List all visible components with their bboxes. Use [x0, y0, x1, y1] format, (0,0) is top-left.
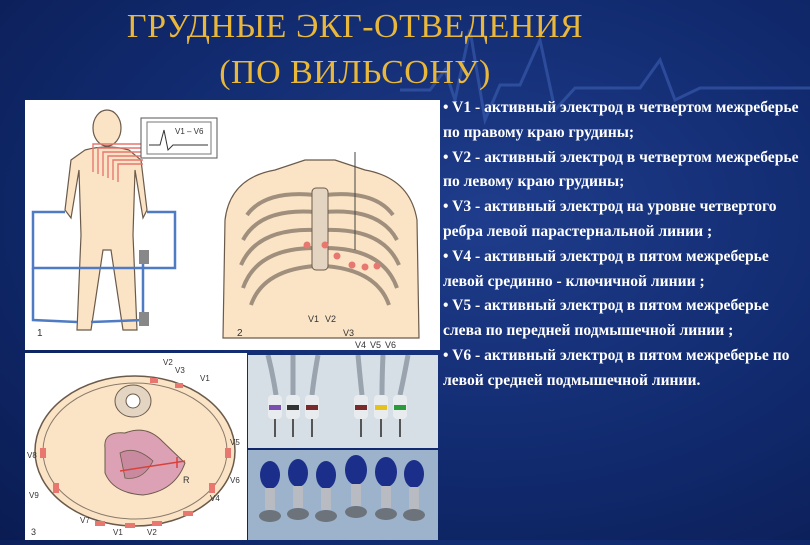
title-line-2: (ПО ВИЛЬСОНУ) — [219, 54, 491, 91]
section-letter-r: R — [183, 475, 190, 485]
bullet-v6: • V6 - активный электрод в пятом межребе… — [443, 346, 790, 389]
chest-label-v2: V2 — [325, 314, 336, 324]
cross-section-svg: V2 V3 V1 V5 V6 V4 V7 V1 V2 V8 V9 R 3 — [27, 358, 240, 537]
bullet-v3: • V3 - активный электрод на уровне четве… — [443, 198, 777, 240]
suction-bulbs — [260, 455, 424, 489]
chest-label-v5: V5 — [370, 340, 381, 350]
section-label-v5: V5 — [230, 438, 240, 447]
ekg-monitor: V1 – V6 — [140, 117, 218, 159]
title-line-1: ГРУДНЫЕ ЭКГ-ОТВЕДЕНИЯ — [126, 8, 584, 45]
section-label-v4: V4 — [210, 494, 220, 503]
monitor-label: V1 – V6 — [175, 127, 204, 136]
slide-title: ГРУДНЫЕ ЭКГ-ОТВЕДЕНИЯ (ПО ВИЛЬСОНУ) — [100, 4, 610, 96]
section-label-v2-front: V2 — [147, 528, 157, 537]
chest-electrode-wires — [92, 143, 143, 182]
chest-lead-labels: V1 V2 V3 V4 V5 V6 — [308, 314, 396, 350]
section-label-v7: V7 — [80, 516, 90, 525]
chest-label-v6: V6 — [385, 340, 396, 350]
suction-bulbs-photo — [248, 450, 438, 540]
chest-cross-section-figure: V2 V3 V1 V5 V6 V4 V7 V1 V2 V8 V9 R 3 — [25, 353, 247, 540]
ribcage-illustration — [222, 159, 420, 339]
spine — [114, 384, 152, 418]
panel-number-2: 2 — [237, 328, 243, 339]
cable-plugs — [268, 395, 407, 419]
chest-label-v1: V1 — [308, 314, 319, 324]
connector-box — [139, 250, 149, 264]
leads-figure-svg: V1 – V6 1 — [31, 109, 420, 350]
section-label-v3: V3 — [175, 366, 185, 375]
bullet-v5: • V5 - активный электрод в пятом межребе… — [443, 297, 769, 340]
bulbs-illustration — [248, 450, 438, 540]
bullet-v2: • V2 - активный электрод в четвертом меж… — [443, 148, 799, 191]
section-label-v1: V1 — [200, 374, 210, 383]
panel-number-1: 1 — [37, 328, 43, 339]
electrode-cables-photo — [248, 355, 438, 448]
section-label-v2: V2 — [163, 358, 173, 367]
bullet-v4: • V4 - активный электрод в пятом межребе… — [443, 247, 769, 290]
section-label-v6: V6 — [230, 476, 240, 485]
human-body-outline — [64, 109, 148, 331]
section-label-v1-front: V1 — [113, 528, 123, 537]
panel-number-3: 3 — [31, 527, 36, 537]
connector-box — [139, 312, 149, 326]
heart-shape — [104, 429, 186, 496]
section-label-v8: V8 — [27, 451, 37, 460]
axis-line — [119, 460, 186, 472]
chest-electrodes — [303, 241, 381, 271]
section-electrodes — [40, 378, 231, 528]
bullet-v1: • V1 - активный электрод в четвертом меж… — [443, 99, 799, 141]
cables-illustration — [248, 355, 438, 448]
section-lead-labels: V2 V3 V1 V5 V6 V4 V7 V1 V2 V8 V9 — [27, 358, 240, 537]
leads-placement-figure: V1 – V6 1 — [25, 100, 440, 350]
chest-label-v4: V4 — [355, 340, 366, 350]
chest-label-v3: V3 — [343, 328, 354, 338]
lead-descriptions: • V1 - активный электрод в четвертом меж… — [443, 96, 808, 394]
section-label-v9: V9 — [29, 491, 39, 500]
